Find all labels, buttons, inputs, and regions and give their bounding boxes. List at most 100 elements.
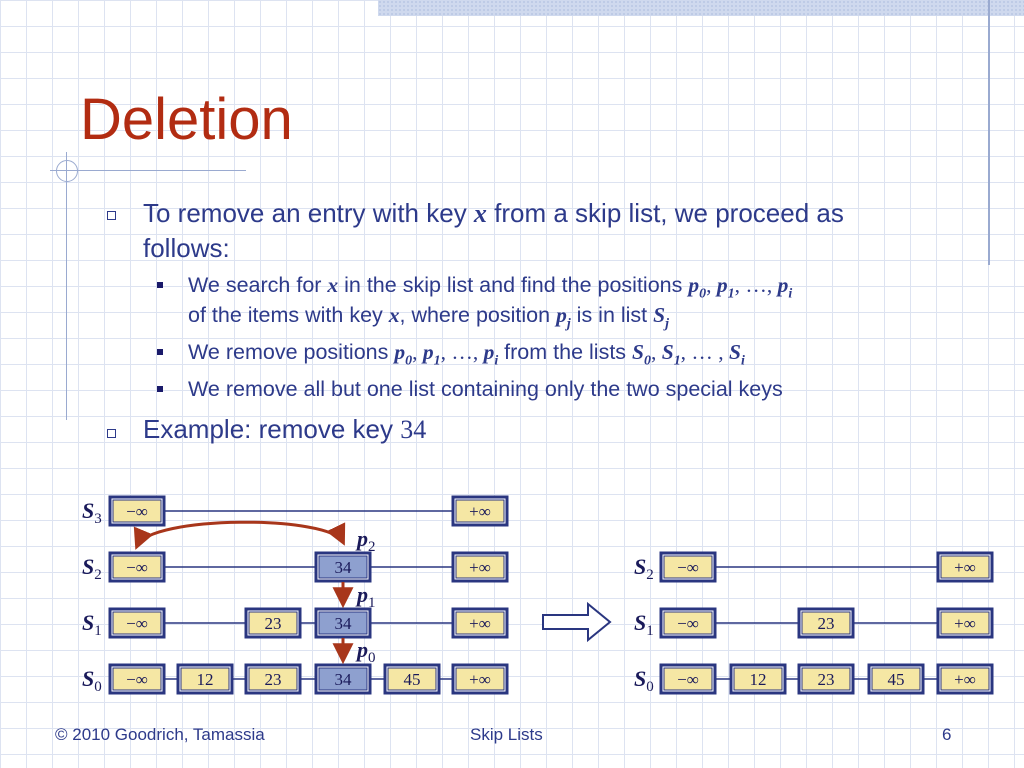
svg-text:23: 23 xyxy=(818,614,835,633)
svg-text:+∞: +∞ xyxy=(469,614,491,633)
math-S0: S0 xyxy=(632,340,651,369)
title-underline xyxy=(50,170,246,171)
node-pos-inf-S2: +∞ xyxy=(451,551,509,583)
svg-text:−∞: −∞ xyxy=(677,670,699,689)
math-Si: Si xyxy=(729,340,745,369)
svg-text:12: 12 xyxy=(197,670,214,689)
subbullet-dot-icon xyxy=(157,349,163,355)
math-comma: , xyxy=(412,340,423,364)
slide-title: Deletion xyxy=(80,87,293,152)
search-path-arrows xyxy=(133,520,354,665)
svg-text:+∞: +∞ xyxy=(469,502,491,521)
svg-text:+∞: +∞ xyxy=(954,614,976,633)
math-comma: , xyxy=(650,340,662,364)
var-x: x xyxy=(388,303,400,327)
list-nodes: −∞ +∞ −∞ 34 +∞ −∞ 23 34 +∞ −∞ 12 23 34 45 +∞ −∞ +∞ −∞ 23 +∞… xyxy=(108,495,994,695)
math-p0: p0 xyxy=(394,340,413,369)
svg-text:34: 34 xyxy=(335,670,353,689)
math-p0: p0 xyxy=(688,273,707,302)
subbullet-text: , where position xyxy=(399,303,557,327)
level-label-S1: S1 xyxy=(82,610,102,639)
svg-text:+∞: +∞ xyxy=(469,558,491,577)
node-pos-inf-S1: +∞ xyxy=(451,607,509,639)
right-node-45-2: 45 xyxy=(867,663,925,695)
math-ellipsis: , …, xyxy=(440,340,484,364)
math-pi: pi xyxy=(777,273,793,302)
svg-text:−∞: −∞ xyxy=(126,558,148,577)
math-p1: p1 xyxy=(422,340,441,369)
svg-text:+∞: +∞ xyxy=(954,670,976,689)
math-pj: pj xyxy=(556,303,571,332)
right-node-pos-inf-0: +∞ xyxy=(936,551,994,583)
node-34-S0: 34 xyxy=(314,663,372,695)
left-border-line xyxy=(66,188,67,420)
svg-text:34: 34 xyxy=(335,614,353,633)
subbullet-text: is in list xyxy=(570,303,654,327)
right-border-line xyxy=(988,0,990,265)
footer-page-number: 6 xyxy=(942,725,952,744)
subbullet-remove-positions: We remove positions p0, p1, …, pi from t… xyxy=(188,337,745,376)
subbullet-search: We search for x in the skip list and fin… xyxy=(188,270,792,309)
svg-text:−∞: −∞ xyxy=(126,670,148,689)
level-label-S3: S3 xyxy=(82,498,102,527)
right-node-pos-inf-2: +∞ xyxy=(936,663,994,695)
subbullet-text: We remove positions xyxy=(188,340,395,364)
node-45-S0: 45 xyxy=(383,663,441,695)
pointer-label-p0: p0 xyxy=(355,637,376,666)
right-level-label-1: S1 xyxy=(634,610,654,639)
node-23-S0: 23 xyxy=(244,663,302,695)
svg-text:45: 45 xyxy=(888,670,905,689)
node-neg-inf-S3: −∞ xyxy=(108,495,166,527)
bullet-square-icon xyxy=(107,211,116,220)
svg-text:23: 23 xyxy=(265,614,282,633)
level-label-S2: S2 xyxy=(82,554,102,583)
right-level-label-0: S2 xyxy=(634,554,654,583)
bullet-text: Example: remove key xyxy=(143,414,401,444)
footer-section: Skip Lists xyxy=(470,725,543,744)
svg-text:−∞: −∞ xyxy=(126,614,148,633)
svg-text:23: 23 xyxy=(818,670,835,689)
right-node-23-2: 23 xyxy=(797,663,855,695)
header-band xyxy=(378,0,1024,16)
bullet-square-icon xyxy=(107,429,116,438)
node-pos-inf-S0: +∞ xyxy=(451,663,509,695)
math-comma: , xyxy=(706,273,717,297)
bullet-remove-entry: To remove an entry with key x from a ski… xyxy=(143,196,963,265)
node-neg-inf-S0: −∞ xyxy=(108,663,166,695)
subbullet-text: from the lists xyxy=(498,340,633,364)
svg-text:23: 23 xyxy=(265,670,282,689)
node-23-S1: 23 xyxy=(244,607,302,639)
right-level-label-2: S0 xyxy=(634,666,654,695)
subbullet-dot-icon xyxy=(157,386,163,392)
subbullet-text: We search for xyxy=(188,273,328,297)
node-pos-inf-S3: +∞ xyxy=(451,495,509,527)
svg-text:12: 12 xyxy=(750,670,767,689)
subbullet-search-line2: of the items with key x, where position … xyxy=(188,300,669,339)
pointer-label-p2: p2 xyxy=(355,526,376,555)
svg-text:+∞: +∞ xyxy=(954,558,976,577)
right-node-12-2: 12 xyxy=(729,663,787,695)
bullet-text: follows: xyxy=(143,233,230,263)
math-ellipsis: , …, xyxy=(734,273,778,297)
svg-text:+∞: +∞ xyxy=(469,670,491,689)
math-Sj: Sj xyxy=(653,303,669,332)
node-12-S0: 12 xyxy=(176,663,234,695)
footer-copyright: © 2010 Goodrich, Tamassia xyxy=(55,725,265,744)
math-S1: S1 xyxy=(661,340,681,369)
math-p1: p1 xyxy=(716,273,735,302)
svg-text:45: 45 xyxy=(404,670,421,689)
right-node-neg-inf-1: −∞ xyxy=(659,607,717,639)
pointer-label-p1: p1 xyxy=(355,582,376,611)
subbullet-text: of the items with key xyxy=(188,303,389,327)
subbullet-text: in the skip list and find the positions xyxy=(338,273,689,297)
subbullet-remove-lists: We remove all but one list containing on… xyxy=(188,374,783,404)
svg-text:34: 34 xyxy=(335,558,353,577)
svg-text:−∞: −∞ xyxy=(677,558,699,577)
bullet-text: To remove an entry with key xyxy=(143,198,474,228)
right-node-23-1: 23 xyxy=(797,607,855,639)
arrow-curved xyxy=(133,520,346,550)
svg-text:−∞: −∞ xyxy=(126,502,148,521)
math-pi: pi xyxy=(483,340,499,369)
